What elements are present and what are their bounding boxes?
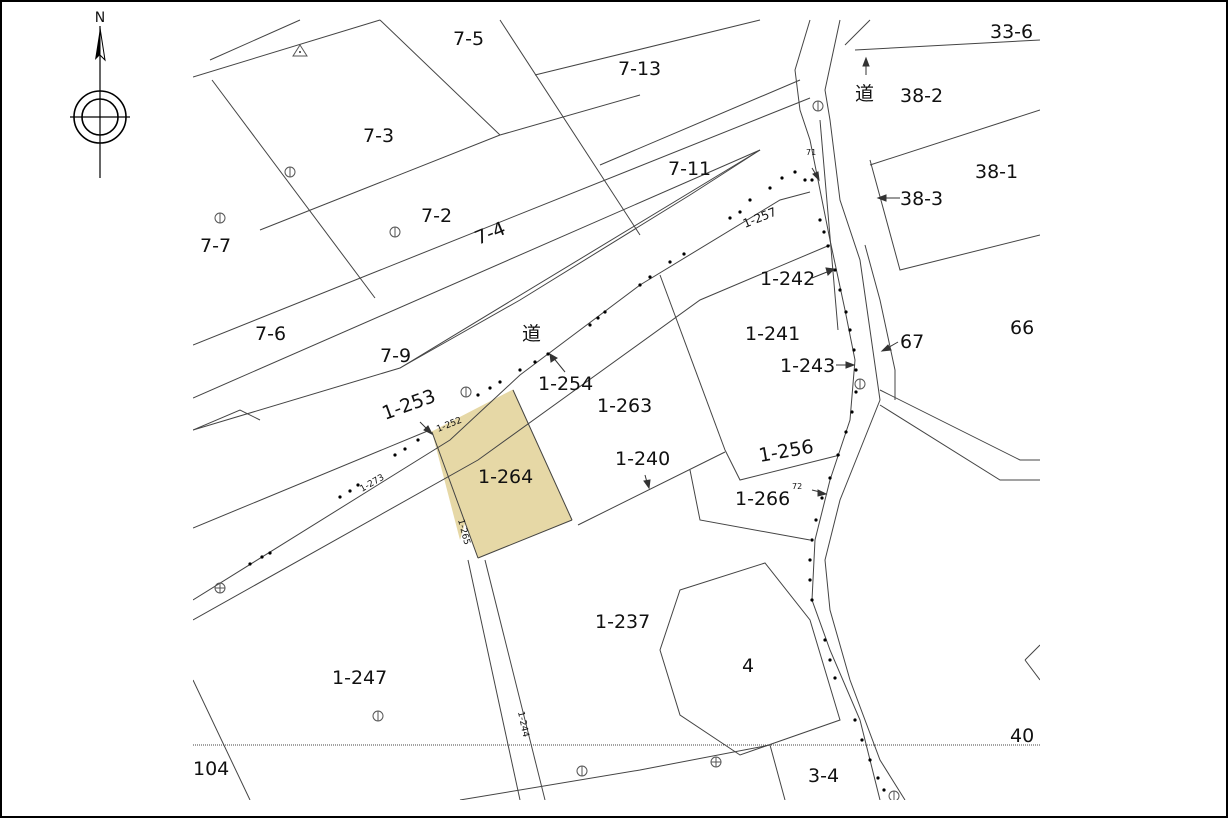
parcel-label: 1-247 xyxy=(332,667,387,689)
parcel-label: 1-254 xyxy=(538,373,593,395)
parcel-label: 7-5 xyxy=(453,28,484,50)
parcel-label: 1-273 xyxy=(359,473,387,495)
parcel-label: 1-256 xyxy=(757,436,815,467)
road-label: 道 xyxy=(855,83,874,105)
parcel-label: 1-266 xyxy=(735,488,790,510)
parcel-label: 7-9 xyxy=(380,345,411,367)
parcel-label: 1-253 xyxy=(379,385,438,425)
parcel-label: 67 xyxy=(900,331,924,353)
north-label: N xyxy=(95,10,105,26)
parcel-label: 1-263 xyxy=(597,395,652,417)
point-label: 72 xyxy=(792,482,802,491)
parcel-label: 7-7 xyxy=(200,235,231,257)
parcel-label: 3-4 xyxy=(808,765,839,787)
parcel-label: 1-240 xyxy=(615,448,670,470)
parcel-label: 104 xyxy=(193,758,229,780)
parcel-label: 38-1 xyxy=(975,161,1018,183)
parcel-label: 1-241 xyxy=(745,323,800,345)
parcel-label: 1-242 xyxy=(760,268,815,290)
parcel-label: 1-257 xyxy=(741,205,779,231)
parcel-label: 4 xyxy=(742,655,754,677)
parcel-label: 7-2 xyxy=(421,205,452,227)
triangulation-point-icon xyxy=(292,44,308,57)
parcel-label: 1-243 xyxy=(780,355,835,377)
point-label: 71 xyxy=(806,148,816,157)
parcel-label: 7-4 xyxy=(472,218,509,250)
dotted-boundary xyxy=(248,170,886,792)
parcel-label: 40 xyxy=(1010,725,1034,747)
parcel-label: 1-244 xyxy=(515,711,530,739)
parcel-label: 7-3 xyxy=(363,125,394,147)
parcel-label: 7-13 xyxy=(618,58,661,80)
parcel-label: 1-264 xyxy=(478,466,533,488)
survey-marker-icon xyxy=(214,100,900,800)
leader-arrows xyxy=(419,56,900,497)
north-arrow-icon: N xyxy=(70,10,130,178)
parcel-label: 7-11 xyxy=(668,158,711,180)
road-label: 道 xyxy=(522,323,541,345)
parcel-label: 1-237 xyxy=(595,611,650,633)
parcel-label: 66 xyxy=(1010,317,1034,339)
parcel-label: 38-3 xyxy=(900,188,943,210)
parcel-label: 38-2 xyxy=(900,85,943,107)
parcel-label: 33-6 xyxy=(990,21,1033,43)
parcel-label: 7-6 xyxy=(255,323,286,345)
